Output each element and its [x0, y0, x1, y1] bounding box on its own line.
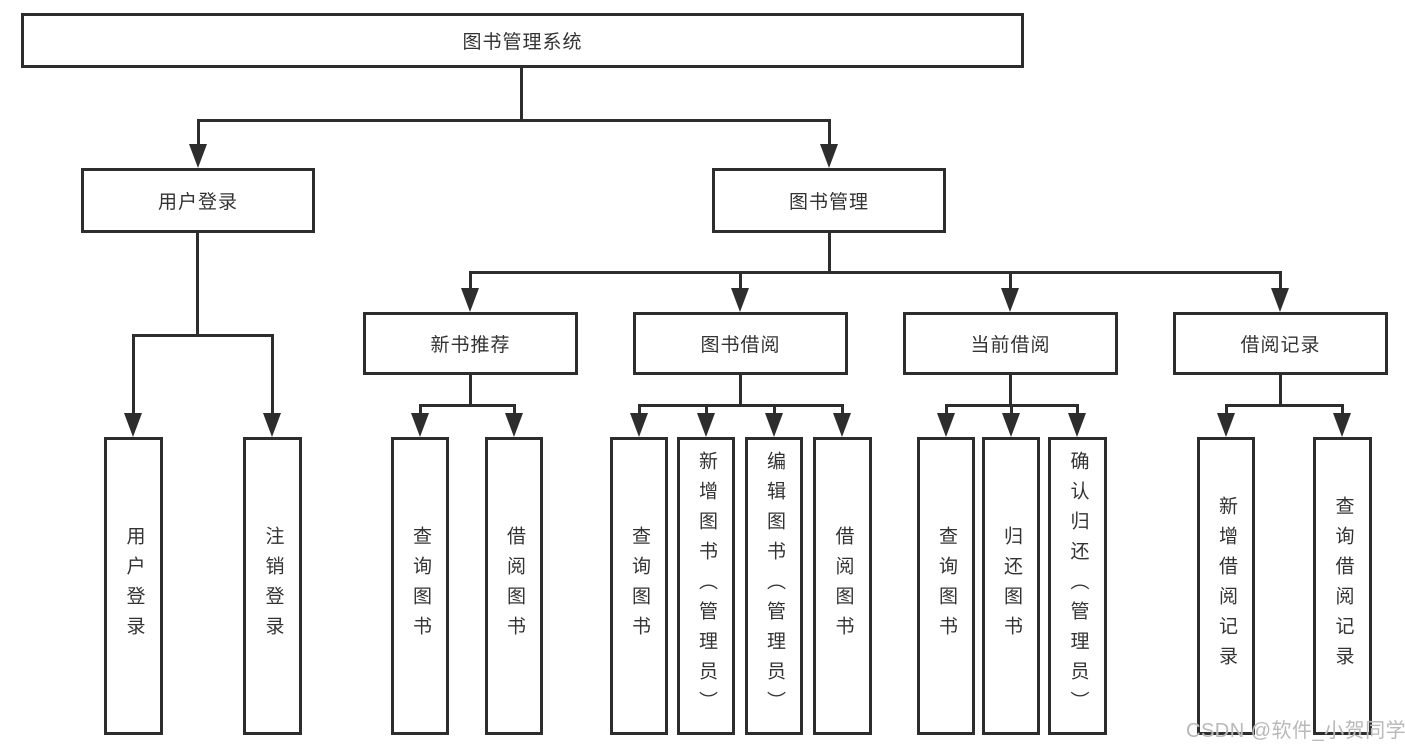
leaf-cb-query-books: 查询图书: [917, 437, 975, 735]
connector-login-stem: [196, 233, 199, 336]
leaf-bb-add-books: 新增图书（管理员）: [677, 437, 735, 735]
leaf-bb-edit-books-label: 编辑图书（管理员）: [763, 451, 785, 721]
connector-cb-stem: [1009, 375, 1012, 406]
connector-to-user-login: [197, 119, 200, 147]
node-book-management-label: 图书管理: [788, 192, 869, 213]
node-borrow-records: 借阅记录: [1173, 312, 1388, 375]
node-book-borrow: 图书借阅: [633, 312, 848, 375]
arrowhead-cb-return: [1002, 413, 1020, 437]
leaf-logout: 注销登录: [243, 437, 302, 735]
arrowhead-rec-borrow: [505, 413, 523, 437]
connector-rec-stem: [469, 375, 472, 406]
node-root: 图书管理系统: [21, 13, 1024, 68]
leaf-bb-borrow-books-label: 借阅图书: [832, 526, 854, 646]
connector-to-leaf-user-login: [132, 334, 135, 416]
arrowhead-current-borrow: [1001, 288, 1019, 312]
arrowhead-bb-borrow: [833, 413, 851, 437]
connector-br-bar: [1225, 404, 1343, 407]
arrowhead-bb-add: [697, 413, 715, 437]
leaf-bb-borrow-books: 借阅图书: [813, 437, 872, 735]
leaf-rec-query-books-label: 查询图书: [409, 526, 431, 646]
node-book-management: 图书管理: [712, 168, 946, 233]
leaf-user-login: 用户登录: [104, 437, 163, 735]
leaf-rec-query-books: 查询图书: [391, 437, 449, 735]
connector-to-cb-return: [1010, 404, 1013, 416]
node-current-borrow-label: 当前借阅: [970, 335, 1051, 356]
arrowhead-leaf-logout: [263, 413, 281, 437]
connector-root-bar: [197, 119, 830, 122]
leaf-cb-confirm-return-label: 确认归还（管理员）: [1067, 451, 1089, 721]
node-borrow-records-label: 借阅记录: [1240, 335, 1321, 356]
arrowhead-rec-query: [411, 413, 429, 437]
connector-br-stem: [1279, 375, 1282, 406]
connector-to-borrow-records: [1279, 271, 1282, 293]
connector-to-bb-query: [638, 404, 641, 416]
node-root-label: 图书管理系统: [462, 32, 583, 53]
arrowhead-bb-query: [630, 413, 648, 437]
arrowhead-borrow-records: [1271, 288, 1289, 312]
connector-to-bb-add: [705, 404, 708, 416]
connector-bb-stem: [739, 375, 742, 406]
connector-mgmt-bar: [469, 271, 1281, 274]
node-user-login-label: 用户登录: [157, 192, 238, 213]
leaf-user-login-label: 用户登录: [123, 526, 145, 646]
leaf-bb-query-books: 查询图书: [610, 437, 668, 735]
connector-to-book-management: [828, 119, 831, 147]
connector-mgmt-stem: [828, 233, 831, 274]
node-user-login: 用户登录: [81, 168, 315, 233]
leaf-br-query-record-label: 查询借阅记录: [1332, 496, 1354, 676]
arrowhead-user-login: [189, 144, 207, 168]
leaf-br-add-record: 新增借阅记录: [1197, 437, 1255, 735]
arrowhead-cb-confirm: [1068, 413, 1086, 437]
connector-to-rec-query: [419, 404, 422, 416]
arrowhead-br-add: [1217, 413, 1235, 437]
csdn-watermark: CSDN @软件_小贺同学: [1186, 720, 1405, 742]
leaf-bb-add-books-label: 新增图书（管理员）: [695, 451, 717, 721]
connector-to-bb-borrow: [841, 404, 844, 416]
arrowhead-recommend: [461, 288, 479, 312]
connector-to-recommend: [469, 271, 472, 293]
arrowhead-br-query: [1333, 413, 1351, 437]
leaf-br-add-record-label: 新增借阅记录: [1215, 496, 1237, 676]
arrowhead-cb-query: [937, 413, 955, 437]
arrowhead-bb-edit: [765, 413, 783, 437]
leaf-bb-query-books-label: 查询图书: [628, 526, 650, 646]
connector-to-br-query: [1341, 404, 1344, 416]
leaf-rec-borrow-books: 借阅图书: [485, 437, 543, 735]
leaf-cb-query-books-label: 查询图书: [935, 526, 957, 646]
connector-to-leaf-logout: [271, 334, 274, 416]
node-book-borrow-label: 图书借阅: [700, 335, 781, 356]
node-new-book-recommend: 新书推荐: [363, 312, 578, 375]
connector-root-stem: [520, 68, 523, 122]
leaf-br-query-record: 查询借阅记录: [1313, 437, 1372, 735]
node-current-borrow: 当前借阅: [903, 312, 1118, 375]
connector-to-rec-borrow: [513, 404, 516, 416]
node-new-book-recommend-label: 新书推荐: [430, 335, 511, 356]
arrowhead-book-management: [820, 144, 838, 168]
connector-login-bar: [132, 334, 273, 337]
leaf-cb-confirm-return: 确认归还（管理员）: [1048, 437, 1107, 735]
connector-bb-bar: [638, 404, 843, 407]
connector-to-current-borrow: [1009, 271, 1012, 293]
connector-to-cb-query: [945, 404, 948, 416]
leaf-cb-return-books: 归还图书: [982, 437, 1040, 735]
connector-to-br-add: [1225, 404, 1228, 416]
connector-to-cb-confirm: [1076, 404, 1079, 416]
connector-to-bb-edit: [773, 404, 776, 416]
connector-rec-bar: [419, 404, 515, 407]
arrowhead-leaf-user-login: [124, 413, 142, 437]
leaf-bb-edit-books: 编辑图书（管理员）: [745, 437, 803, 735]
arrowhead-book-borrow: [731, 288, 749, 312]
connector-to-book-borrow: [739, 271, 742, 293]
leaf-logout-label: 注销登录: [262, 526, 284, 646]
leaf-rec-borrow-books-label: 借阅图书: [503, 526, 525, 646]
leaf-cb-return-books-label: 归还图书: [1000, 526, 1022, 646]
